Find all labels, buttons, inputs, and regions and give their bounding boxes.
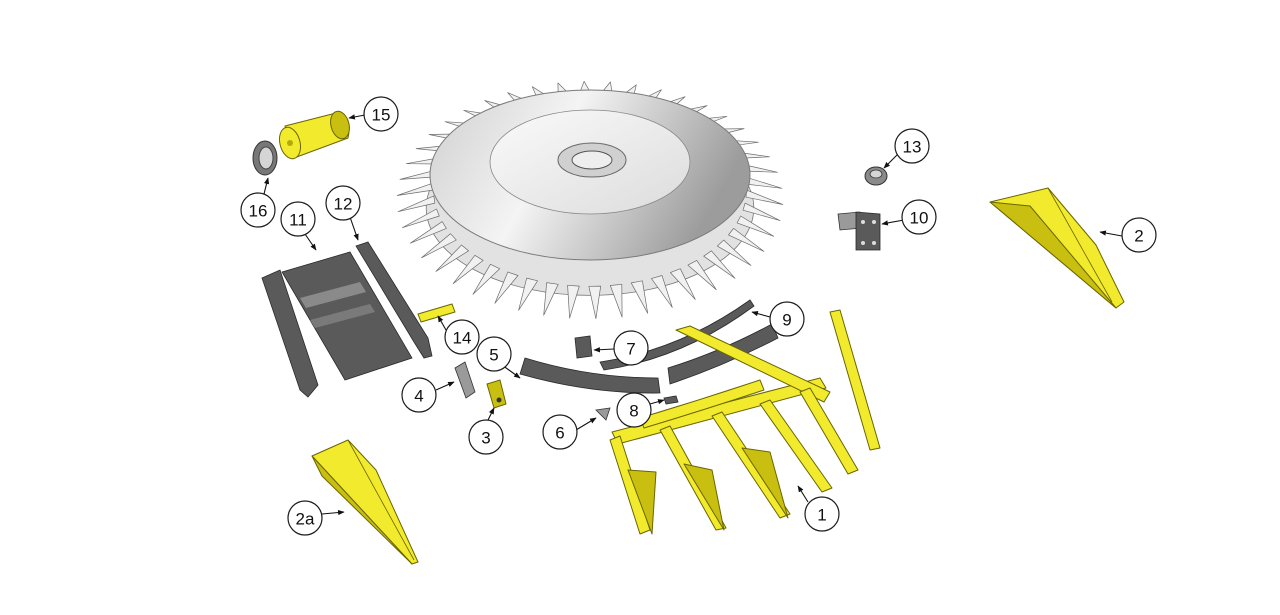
drum-tooth: [716, 239, 752, 266]
part-3-bracket: [486, 379, 507, 409]
part-13-nut: [864, 166, 888, 186]
callout-1: 1: [804, 496, 840, 532]
callout-13: 13: [894, 128, 930, 164]
callout-2a: 2a: [287, 500, 323, 536]
drum-tooth: [567, 284, 580, 319]
callout-2: 2: [1121, 217, 1157, 253]
callout-12: 12: [325, 185, 361, 221]
drum-tooth: [630, 280, 649, 314]
callout-9: 9: [769, 301, 805, 337]
callout-10-label: 10: [910, 209, 929, 228]
callout-9-label: 9: [782, 311, 791, 330]
callout-2-label: 2: [1134, 227, 1143, 246]
drum-tooth: [651, 275, 673, 308]
callout-15: 15: [363, 96, 399, 132]
part-7-plate: [574, 335, 593, 359]
part-6-small-bracket: [595, 407, 611, 421]
part-12-support-arm: [261, 241, 433, 398]
callout-6-label: 6: [555, 424, 564, 443]
leader-lines: [263, 114, 1123, 516]
callout-8: 8: [616, 392, 652, 428]
callout-16-label: 16: [249, 202, 268, 221]
drum-tooth: [435, 244, 469, 272]
callout-5: 5: [476, 336, 512, 372]
part-11-guard-plate: [281, 251, 413, 381]
drum-tooth: [736, 215, 775, 237]
part-8-small-piece: [663, 395, 679, 405]
drum-tooth: [543, 282, 559, 316]
part-9-knife-segment: [599, 299, 779, 385]
callout-5-label: 5: [489, 346, 498, 365]
callout-4: 4: [401, 377, 437, 413]
callout-4-label: 4: [414, 387, 423, 406]
drum-tooth: [518, 277, 538, 311]
callout-10: 10: [901, 199, 937, 235]
part-14-yellow-bar: [417, 303, 456, 323]
callout-15-label: 15: [372, 106, 391, 125]
callout-7: 7: [613, 330, 649, 366]
callout-2a-label: 2a: [296, 510, 315, 529]
drum-tooth: [588, 285, 602, 320]
drum-tooth: [609, 283, 623, 318]
drum-tooth: [494, 271, 519, 304]
part-15-bearing-housing: [278, 110, 350, 160]
part-5-knife-segment: [519, 357, 661, 394]
drum-tooth: [703, 250, 736, 279]
callout-14: 14: [444, 319, 480, 355]
callout-11: 11: [280, 201, 316, 237]
callout-3: 3: [468, 419, 504, 455]
callout-11-label: 11: [289, 211, 307, 230]
drum-tooth: [452, 254, 484, 285]
cutting-drum: [396, 80, 784, 320]
drum-tooth: [409, 221, 447, 244]
callout-7-label: 7: [626, 340, 635, 359]
drum-tooth: [421, 233, 457, 259]
drum-tooth: [687, 260, 717, 291]
drum-tooth: [744, 176, 783, 189]
part-16-seal-ring: [252, 140, 278, 176]
part-2-crop-divider: [989, 187, 1125, 309]
drum-tooth: [472, 263, 501, 295]
part-2a-crop-divider: [311, 439, 419, 565]
callout-12-label: 12: [334, 195, 353, 214]
drum-tooth: [728, 228, 765, 252]
callout-14-label: 14: [453, 329, 472, 348]
callout-13-label: 13: [903, 138, 922, 157]
callout-16: 16: [240, 192, 276, 228]
callout-3-label: 3: [481, 429, 490, 448]
drum-tooth: [397, 195, 436, 213]
drum-tooth: [402, 208, 440, 229]
drum-hub-inner: [571, 150, 613, 170]
callout-8-label: 8: [629, 402, 638, 421]
part-10-mount-bracket: [837, 211, 881, 251]
drum-tooth: [742, 202, 781, 221]
part-4-clamp: [454, 361, 476, 399]
part-1-frame-assembly: [609, 309, 881, 535]
callout-6: 6: [542, 414, 578, 450]
drum-tooth: [670, 268, 696, 300]
callout-1-label: 1: [817, 506, 826, 525]
